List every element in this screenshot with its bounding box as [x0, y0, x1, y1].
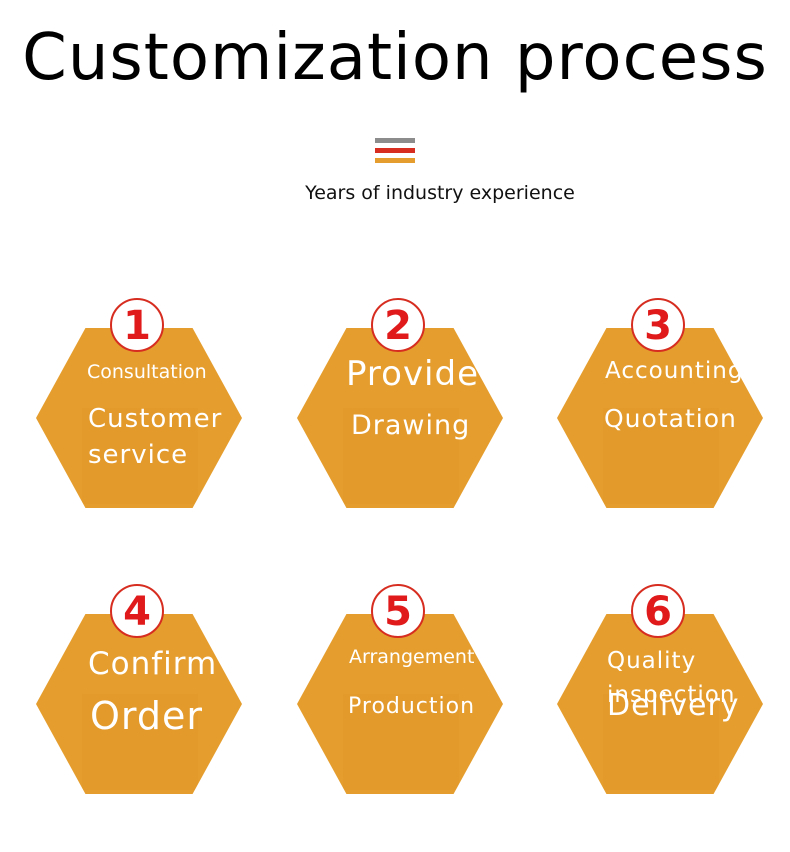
- step-hexagon: [557, 328, 763, 508]
- step-main-label: Production: [348, 694, 476, 719]
- step-hexagon: [36, 614, 242, 794]
- step-main-label: Delivery: [607, 688, 740, 723]
- step-hexagon: [557, 614, 763, 794]
- step-number-badge: 1: [110, 298, 164, 352]
- step-hexagon: [297, 614, 503, 794]
- step-number-badge: 4: [110, 584, 164, 638]
- step-main-label: Quotation: [604, 404, 737, 433]
- process-step-1: 1 Consultation Customer service: [36, 298, 242, 518]
- divider-bar-bottom: [375, 158, 415, 163]
- step-main-label: Customer: [88, 404, 223, 434]
- process-step-4: 4 Confirm Order: [36, 584, 242, 804]
- step-main-label: Order: [90, 694, 203, 738]
- step-small-label: Provide: [346, 354, 480, 394]
- step-small-label: Consultation: [87, 361, 207, 383]
- step-small-label: Confirm: [88, 646, 218, 682]
- step-small-label: Arrangement: [349, 646, 475, 668]
- process-step-6: 6 Quality inspection Delivery: [557, 584, 763, 804]
- process-step-5: 5 Arrangement Production: [297, 584, 503, 804]
- divider-bar-middle: [375, 148, 415, 153]
- page-title: Customization process: [22, 21, 768, 95]
- divider-bar-top: [375, 138, 415, 143]
- step-number-badge: 3: [631, 298, 685, 352]
- step-small-label: Accounting: [605, 358, 744, 384]
- step-small-label: Quality inspection: [607, 648, 736, 708]
- divider-bars: [375, 138, 415, 164]
- step-main-label-line2: service: [88, 440, 189, 470]
- step-hexagon: [297, 328, 503, 508]
- step-number-badge: 6: [631, 584, 685, 638]
- step-number-badge: 2: [371, 298, 425, 352]
- process-step-2: 2 Provide Drawing: [297, 298, 503, 518]
- step-hexagon: [36, 328, 242, 508]
- step-number-badge: 5: [371, 584, 425, 638]
- process-step-3: 3 Accounting Quotation: [557, 298, 763, 518]
- subtitle: Years of industry experience: [305, 182, 575, 204]
- step-main-label: Drawing: [351, 410, 471, 441]
